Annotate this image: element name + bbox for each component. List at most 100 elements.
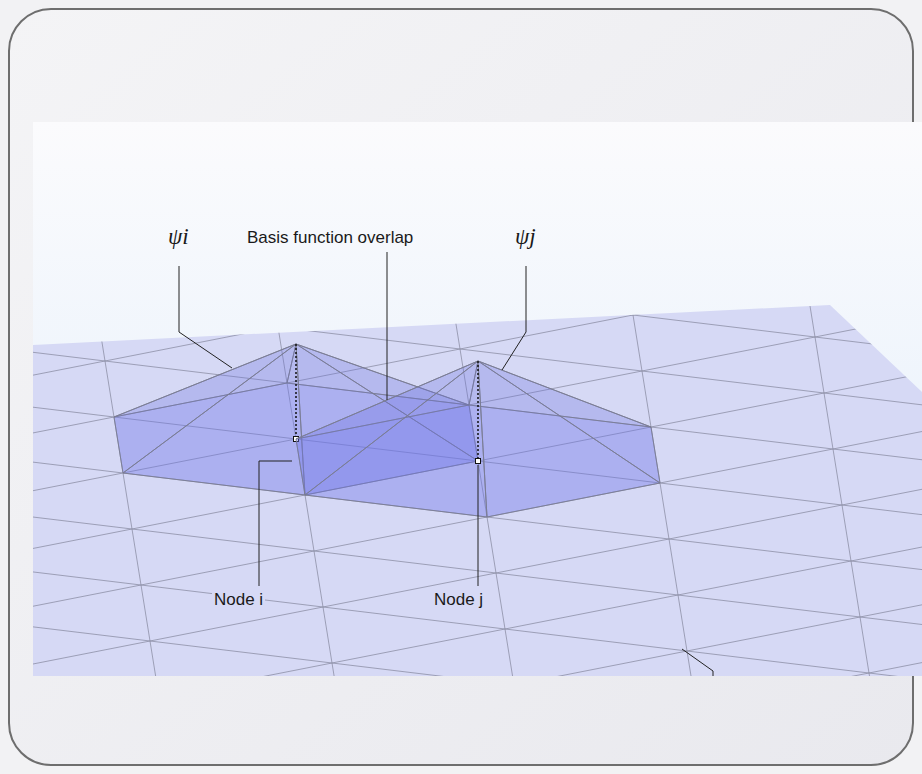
mesh-edge — [150, 641, 332, 663]
mesh-edge — [242, 122, 424, 125]
mesh-edge — [424, 122, 597, 125]
mesh-edge — [96, 305, 278, 327]
mesh-edge — [305, 495, 314, 551]
mesh-edge — [332, 663, 341, 676]
mesh-edge — [669, 539, 851, 561]
mesh-edge — [96, 271, 269, 305]
mesh-edge — [314, 551, 496, 573]
mesh-edge — [33, 283, 96, 305]
mesh-edge — [687, 651, 696, 676]
image-area — [33, 122, 922, 676]
mesh-edge — [105, 327, 278, 361]
node-height-line — [477, 361, 479, 461]
pyramid-face — [123, 344, 305, 495]
mesh-edge — [33, 619, 150, 641]
mesh-edge — [33, 417, 114, 451]
mesh-edge — [451, 293, 633, 315]
mesh-edge — [806, 281, 815, 337]
mesh-edge — [323, 607, 505, 629]
mesh-edge — [460, 315, 633, 349]
mesh-edge — [833, 449, 922, 471]
mesh-edge — [651, 427, 833, 449]
mesh-edge — [314, 517, 487, 551]
mesh-edge — [496, 573, 505, 629]
mesh-edge — [278, 327, 460, 349]
mesh-edge — [606, 147, 788, 169]
mesh-edge — [615, 203, 624, 259]
mesh-edge — [633, 281, 806, 315]
mesh-edge — [323, 607, 332, 663]
mesh-edge — [651, 393, 824, 427]
mesh-edge — [669, 505, 842, 539]
pyramid-face — [478, 361, 660, 517]
mesh-edge — [332, 629, 505, 663]
mesh-edge — [597, 122, 606, 147]
mesh-edge — [788, 169, 922, 191]
mesh-edge — [33, 395, 114, 417]
mesh-edge — [678, 595, 687, 651]
mesh-edge — [496, 539, 669, 573]
mesh-edge — [624, 259, 806, 281]
mesh-edge — [633, 315, 815, 337]
mesh-edge — [815, 303, 922, 337]
mesh-edge — [451, 259, 624, 293]
mesh-edge — [33, 529, 132, 563]
leader-line — [387, 252, 388, 400]
mesh-edge — [251, 159, 433, 181]
mesh-edge — [779, 122, 788, 169]
mesh-edge — [615, 169, 788, 203]
mesh-edge — [824, 393, 922, 415]
mesh-edge — [251, 125, 424, 159]
mesh-edge — [33, 451, 123, 473]
mesh-edge — [69, 137, 251, 159]
basis-function-label: ψj — [513, 224, 538, 250]
mesh-edge — [851, 561, 860, 617]
leader-line — [259, 461, 292, 586]
mesh-edge — [678, 595, 860, 617]
mesh-edge — [660, 483, 669, 539]
mesh-edge — [660, 449, 833, 483]
mesh-edge — [141, 585, 150, 641]
mesh-edge — [87, 215, 260, 249]
mesh-plane — [33, 305, 922, 676]
mesh-edge — [815, 337, 922, 359]
mesh-edge — [33, 507, 132, 529]
mesh-edge — [33, 641, 150, 675]
mesh-edge — [451, 293, 460, 349]
mesh-edge — [833, 449, 842, 505]
mesh-edge — [33, 563, 141, 585]
mesh-edge — [60, 122, 69, 137]
node-label: Node j — [432, 590, 485, 610]
mesh-edge — [314, 551, 323, 607]
mesh-edge — [851, 561, 922, 583]
mesh-edge — [332, 663, 514, 676]
mesh-edge — [860, 617, 869, 673]
mesh-edge — [269, 271, 278, 327]
node-height-line — [295, 344, 297, 439]
leader-line — [478, 465, 479, 586]
mesh-edge — [860, 583, 922, 617]
mesh-edge — [797, 225, 806, 281]
mesh-edge — [624, 259, 633, 315]
mesh-edge — [660, 483, 842, 505]
mesh-edge — [78, 193, 260, 215]
mesh-edge — [696, 673, 869, 676]
mesh-edge — [33, 122, 69, 137]
mesh-edge — [797, 225, 922, 247]
mesh-edge — [96, 305, 105, 361]
mesh-edge — [833, 415, 922, 449]
mesh-edge — [797, 191, 922, 225]
node-marker — [476, 459, 481, 464]
mesh-edge — [123, 473, 132, 529]
mesh-edge — [132, 529, 141, 585]
mesh-edge — [141, 551, 314, 585]
mesh-edge — [788, 169, 797, 225]
mesh-edge — [487, 517, 669, 539]
mesh-edge — [69, 122, 242, 137]
mesh-edge — [842, 471, 922, 505]
mesh-edge — [251, 159, 260, 215]
mesh-edge — [132, 495, 305, 529]
mesh-edge — [433, 181, 615, 203]
mesh-edge — [433, 181, 442, 237]
